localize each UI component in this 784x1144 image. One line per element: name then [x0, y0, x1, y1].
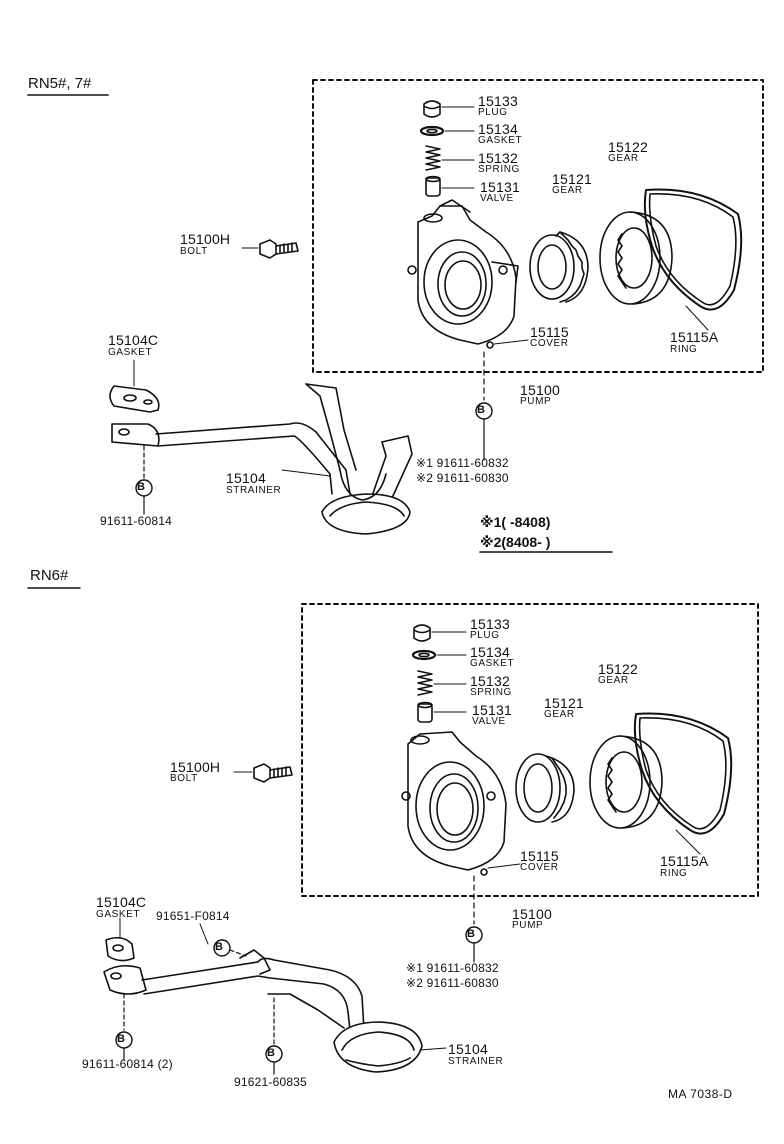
- gear-outer-number-bottom: 15122: [598, 661, 638, 677]
- gasket-name-bottom: GASKET: [96, 909, 141, 920]
- spring-name-top: SPRING: [478, 164, 520, 175]
- small-gasket-top: [419, 125, 475, 137]
- legend-line-1: ※1( -8408): [480, 514, 551, 530]
- outer-gear-bottom: [589, 735, 663, 829]
- b-marker-bottom-mid-top: B: [215, 941, 223, 953]
- bolt-top: [241, 239, 299, 259]
- plug-number-top: 15133: [478, 93, 518, 109]
- inner-gear-top: [529, 231, 589, 303]
- strainer-number-top: 15104: [226, 470, 266, 486]
- spring-bottom: [417, 670, 467, 696]
- pump-housing-bottom: [401, 731, 521, 876]
- pump-number-top: 15100: [520, 382, 560, 398]
- b-marker-bottom-mid: B: [267, 1047, 275, 1059]
- strainer-name-bottom: STRAINER: [448, 1056, 504, 1067]
- b-marker-top-right: B: [477, 404, 485, 416]
- gear-inner-name-top: GEAR: [552, 185, 583, 196]
- bolt-b-right-1-bottom: ※1 91611-60832: [406, 961, 499, 975]
- bolt-mid-bottom: 91651-F0814: [156, 909, 230, 923]
- o-ring-top: [643, 188, 743, 331]
- valve-top: [425, 175, 475, 197]
- gasket-number-top: 15104C: [108, 332, 159, 348]
- cover-name-top: COVER: [530, 338, 569, 349]
- ring-name-bottom: RING: [660, 868, 688, 879]
- b-marker-bottom-left: B: [117, 1033, 125, 1045]
- gasket-small-number-bottom: 15134: [470, 644, 510, 660]
- b-marker-bottom-right: B: [467, 928, 475, 940]
- section-title-top: RN5#, 7#: [28, 75, 92, 92]
- o-ring-bottom: [633, 712, 733, 855]
- gear-outer-name-bottom: GEAR: [598, 675, 629, 686]
- pump-housing-top: [407, 199, 529, 349]
- b-marker-top-left: B: [137, 481, 145, 493]
- bolt-b-right-2-top: ※2 91611-60830: [416, 471, 509, 485]
- pump-name-bottom: PUMP: [512, 920, 544, 931]
- inner-gear-bottom: [515, 753, 575, 823]
- bolt-b-leaders-top: [135, 351, 493, 515]
- legend-line-2: ※2(8408- ): [480, 534, 551, 550]
- drawing-reference-code: MA 7038-D: [668, 1087, 733, 1101]
- bolt-b-left-bottom: 91611-60814 (2): [82, 1057, 173, 1071]
- strainer-gasket-top: [109, 359, 160, 413]
- gasket-small-name-bottom: GASKET: [470, 658, 515, 669]
- bolt-b-right-2-bottom: ※2 91611-60830: [406, 976, 499, 990]
- plug-top: [423, 100, 475, 118]
- bolt-name-bottom: BOLT: [170, 773, 198, 784]
- oil-strainer-bottom: [103, 949, 447, 1073]
- gasket-name-top: GASKET: [108, 347, 153, 358]
- spring-top: [425, 145, 475, 171]
- pump-assembly-boundary-top: [312, 79, 764, 373]
- bolt-number-bottom: 15100H: [170, 759, 221, 775]
- pump-assembly-boundary-bottom: [301, 603, 759, 897]
- gasket-number-bottom: 15104C: [96, 894, 147, 910]
- gasket-small-name-top: GASKET: [478, 135, 523, 146]
- gasket-small-number-top: 15134: [478, 121, 518, 137]
- plug-name-bottom: PLUG: [470, 630, 500, 641]
- spring-number-top: 15132: [478, 150, 518, 166]
- bolt-number-top: 15100H: [180, 231, 231, 247]
- valve-number-bottom: 15131: [472, 702, 512, 718]
- valve-name-bottom: VALVE: [472, 716, 506, 727]
- ring-name-top: RING: [670, 344, 698, 355]
- cover-name-bottom: COVER: [520, 862, 559, 873]
- oil-strainer-top: [111, 383, 413, 535]
- bolt-b-right-1-top: ※1 91611-60832: [416, 456, 509, 470]
- plug-name-top: PLUG: [478, 107, 508, 118]
- gear-outer-number-top: 15122: [608, 139, 648, 155]
- strainer-number-bottom: 15104: [448, 1041, 488, 1057]
- strainer-name-top: STRAINER: [226, 485, 282, 496]
- pump-number-bottom: 15100: [512, 906, 552, 922]
- bolt-name-top: BOLT: [180, 246, 208, 257]
- pump-name-top: PUMP: [520, 396, 552, 407]
- gear-inner-name-bottom: GEAR: [544, 709, 575, 720]
- bolt-b-mid-bottom: 91621-60835: [234, 1075, 307, 1089]
- ring-number-top: 15115A: [670, 329, 719, 345]
- gear-inner-number-bottom: 15121: [544, 695, 584, 711]
- spring-number-bottom: 15132: [470, 673, 510, 689]
- gear-inner-number-top: 15121: [552, 171, 592, 187]
- cover-number-top: 15115: [530, 324, 569, 340]
- cover-number-bottom: 15115: [520, 848, 559, 864]
- bolt-b-leaders-bottom: [115, 875, 483, 1075]
- bolt-bottom: [233, 763, 293, 783]
- bolt-b-left-top: 91611-60814: [100, 514, 173, 528]
- valve-name-top: VALVE: [480, 193, 514, 204]
- strainer-gasket-bottom: [105, 917, 135, 962]
- small-gasket-bottom: [411, 649, 467, 661]
- valve-bottom: [417, 701, 467, 723]
- gear-outer-name-top: GEAR: [608, 153, 639, 164]
- section-title-bottom: RN6#: [30, 567, 69, 584]
- ring-number-bottom: 15115A: [660, 853, 709, 869]
- plug-number-bottom: 15133: [470, 616, 510, 632]
- plug-bottom: [413, 624, 467, 642]
- spring-name-bottom: SPRING: [470, 687, 512, 698]
- valve-number-top: 15131: [480, 179, 520, 195]
